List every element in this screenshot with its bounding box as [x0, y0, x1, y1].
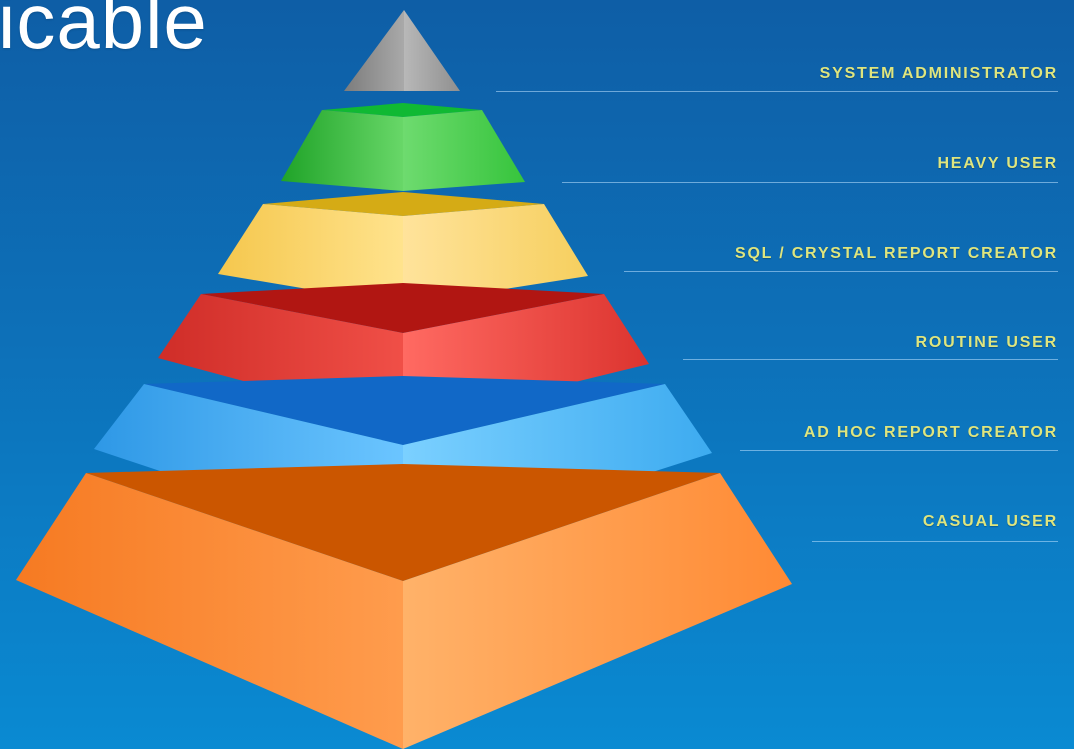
pyramid-tier-system-administrator: [344, 10, 460, 91]
label-ad-hoc-report-creator: AD HOC REPORT CREATOR: [803, 424, 1058, 441]
label-rule-routine-user: [683, 359, 1058, 360]
pyramid-tier-casual-user: [16, 464, 792, 749]
label-rule-ad-hoc-report-creator: [740, 450, 1058, 451]
label-rule-system-administrator: [496, 91, 1058, 92]
pyramid-tier-heavy-user: [281, 103, 525, 191]
label-sql-crystal-report-creator: SQL / CRYSTAL REPORT CREATOR: [734, 245, 1058, 262]
title-fragment: icable: [0, 0, 208, 65]
label-heavy-user: HEAVY USER: [937, 155, 1058, 172]
label-rule-heavy-user: [562, 182, 1058, 183]
label-routine-user: ROUTINE USER: [915, 334, 1058, 351]
label-casual-user: CASUAL USER: [922, 513, 1058, 530]
label-system-administrator: SYSTEM ADMINISTRATOR: [819, 65, 1058, 82]
label-rule-sql-crystal-report-creator: [624, 271, 1058, 272]
label-rule-casual-user: [812, 541, 1058, 542]
pyramid-tier-sql-crystal-report-creator: [218, 192, 588, 305]
